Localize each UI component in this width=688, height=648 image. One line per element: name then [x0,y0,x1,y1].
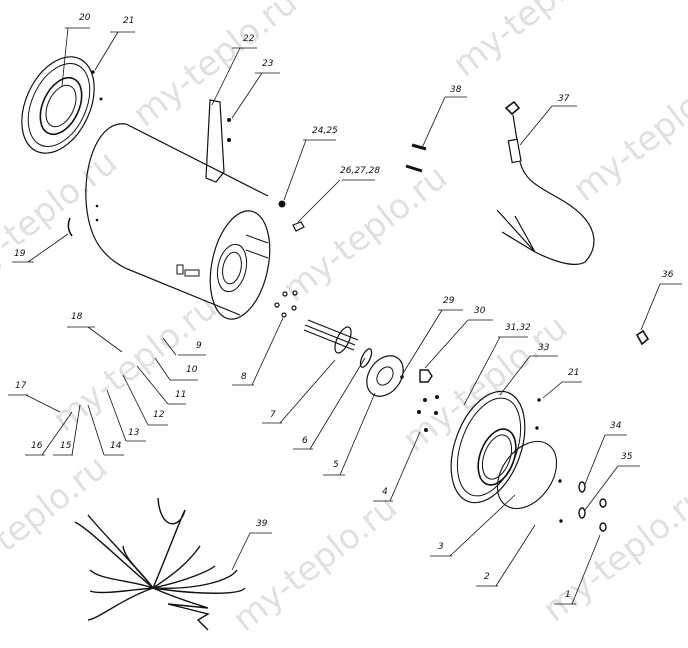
part-label: 22 [243,34,255,44]
part-label: 6 [302,436,308,446]
part-label: 15 [60,441,72,451]
part-label: 29 [443,296,455,306]
part-label: 36 [662,270,674,280]
part-label: 31,32 [505,323,531,333]
part-20-end-cap [21,56,95,154]
part-label: 18 [71,312,83,322]
part-label: 20 [79,13,91,23]
part-33-front-cover [450,390,526,504]
part-label: 3 [438,542,444,552]
part-label: 9 [196,341,202,351]
part-label: 30 [474,306,486,316]
part-label: 21 [123,16,135,26]
part-label: 12 [153,410,165,420]
part-label: 2 [484,572,490,582]
part-label: 39 [256,519,268,529]
part-label: 17 [15,381,27,391]
part-label: 19 [14,249,26,259]
part-7-heating-element [303,319,373,368]
part-label: 1 [565,590,571,600]
part-label: 8 [241,372,247,382]
part-label: 10 [186,365,198,375]
part-label: 34 [610,421,622,431]
part-label: 21 [568,368,580,378]
part-37-power-cord [496,100,595,265]
part-label: 37 [558,94,570,104]
part-label: 16 [31,441,43,451]
part-label: 35 [621,452,633,462]
part-label: 5 [333,460,339,470]
part-label: 14 [110,441,122,451]
part-label: 33 [538,343,550,353]
part-label: 23 [262,59,274,69]
part-tank-body [85,123,271,320]
part-label: 24,25 [312,126,338,136]
part-label: 4 [382,487,388,497]
part-label: 11 [175,390,187,400]
part-label: 26,27,28 [340,166,381,176]
part-39-wiring [74,497,246,631]
leader-lines [8,27,682,605]
part-label: 13 [128,428,140,438]
part-label: 7 [270,410,276,420]
part-label: 38 [450,85,462,95]
